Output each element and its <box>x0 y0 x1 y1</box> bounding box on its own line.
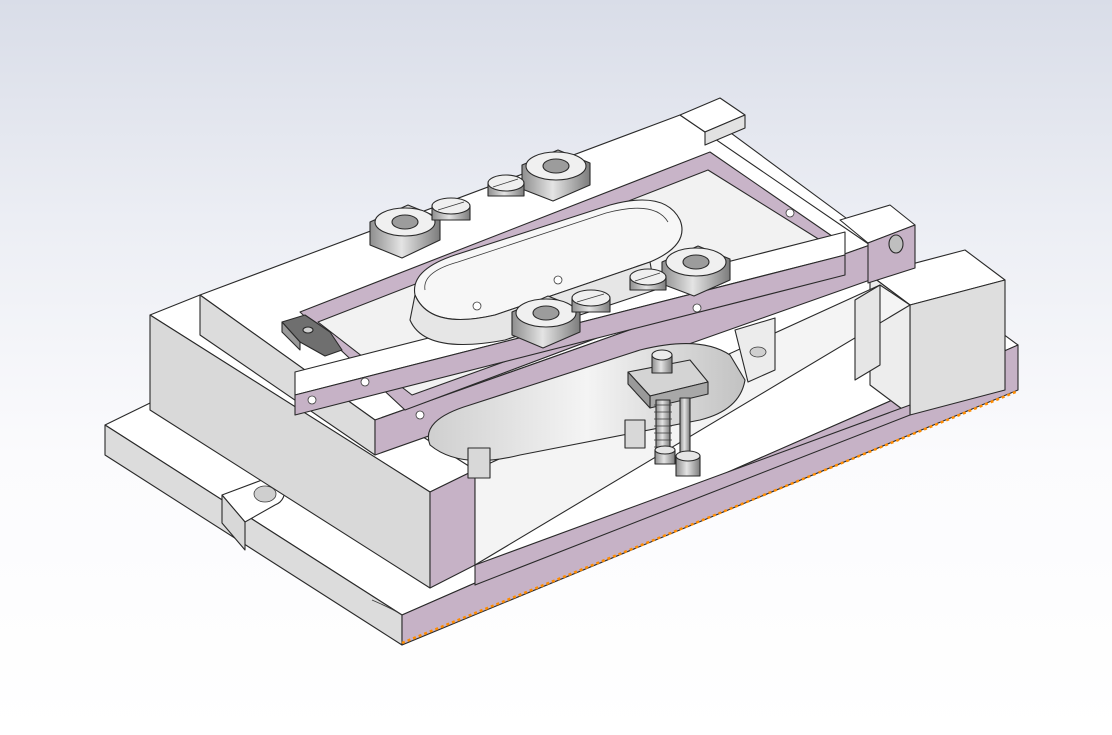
slotted-screw-1 <box>431 197 471 221</box>
u-slot <box>221 478 285 551</box>
slotted-screw-4 <box>571 289 611 313</box>
wing-latch <box>281 314 343 357</box>
pin-hole <box>888 234 904 254</box>
right-support-block <box>869 249 1006 416</box>
rear-bracket <box>734 317 776 383</box>
hex-flange-nut-3 <box>661 245 731 297</box>
hex-flange-nut-4 <box>511 295 581 349</box>
slotted-screw-3 <box>629 268 667 291</box>
hex-flange-nut-1 <box>369 204 441 259</box>
selected-edge-highlight <box>401 389 1019 645</box>
spring-plunger-assembly <box>627 349 709 477</box>
slotted-screw-2 <box>487 174 525 197</box>
hex-flange-nut-2 <box>521 149 591 202</box>
